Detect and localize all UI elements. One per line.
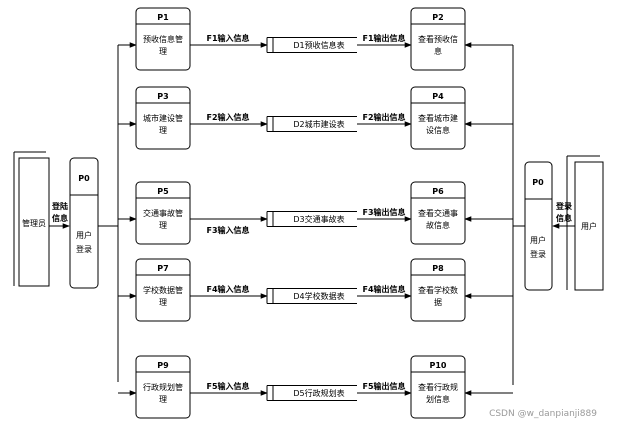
watermark: CSDN @w_danpianji889 xyxy=(489,409,597,419)
process-p4-line1: 查看城市建 xyxy=(418,113,458,123)
process-p0-right-line2: 登录 xyxy=(530,249,546,259)
process-p1-line1: 预收信息管 xyxy=(143,34,183,44)
process-p2-id: P2 xyxy=(432,13,443,22)
process-p6-line2: 故信息 xyxy=(426,220,450,230)
process-p1-line2: 理 xyxy=(159,47,167,56)
flow-out-4-label: F4输出信息 xyxy=(362,284,405,294)
login-flow-right-label-2: 信息 xyxy=(556,213,572,223)
process-p0-right-id: P0 xyxy=(532,178,544,187)
process-p8-line1: 查看学校数 xyxy=(418,285,458,295)
process-p5-id: P5 xyxy=(157,187,169,196)
process-p0-right-line1: 用户 xyxy=(530,235,546,245)
process-p4-id: P4 xyxy=(432,92,444,101)
process-p7-line1: 学校数据管 xyxy=(143,285,183,295)
store-d2-label: D2城市建设表 xyxy=(293,119,344,129)
process-p7-line2: 理 xyxy=(159,298,167,307)
process-p7-id: P7 xyxy=(157,264,168,273)
process-p5-line1: 交通事故管 xyxy=(143,208,183,218)
process-p10-line2: 划信息 xyxy=(426,394,450,404)
store-d4-label: D4学校数据表 xyxy=(293,291,344,301)
store-d3-label: D3交通事故表 xyxy=(293,214,344,224)
process-p3-id: P3 xyxy=(157,92,168,101)
process-p0-left-line1: 用户 xyxy=(76,230,92,240)
login-flow-right-label-1: 登录 xyxy=(555,201,572,211)
process-p5-line2: 理 xyxy=(159,221,167,230)
process-p8-line2: 据 xyxy=(434,297,442,307)
process-p10-id: P10 xyxy=(430,361,447,370)
process-p3-line2: 理 xyxy=(159,126,167,135)
flow-out-1-label: F1输出信息 xyxy=(362,33,405,43)
process-p0-left-line2: 登录 xyxy=(76,244,92,254)
flow-out-5-label: F5输出信息 xyxy=(362,381,405,391)
process-p10-line1: 查看行政规 xyxy=(418,382,458,392)
flow-in-1-label: F1输入信息 xyxy=(206,33,249,43)
process-p4-line2: 设信息 xyxy=(426,125,450,135)
entity-user: 用户 xyxy=(566,155,604,291)
process-p9-id: P9 xyxy=(157,361,169,370)
process-p6-line1: 查看交通事 xyxy=(418,208,458,218)
login-flow-left-label-2: 信息 xyxy=(52,213,68,223)
store-d5-label: D5行政规划表 xyxy=(293,388,344,398)
flow-out-3-label: F3输出信息 xyxy=(362,207,405,217)
process-p6-id: P6 xyxy=(432,187,444,196)
flow-in-5-label: F5输入信息 xyxy=(206,381,249,391)
process-p9-line2: 理 xyxy=(159,395,167,404)
login-flow-left-label-1: 登陆 xyxy=(51,201,68,211)
process-p9-line1: 行政规划管 xyxy=(143,382,183,392)
process-p1-id: P1 xyxy=(157,13,169,22)
process-p2-line1: 查看预收信 xyxy=(418,34,458,44)
process-p8-id: P8 xyxy=(432,264,444,273)
flow-in-3-label: F3输入信息 xyxy=(206,225,249,235)
entity-admin-label: 管理员 xyxy=(22,218,46,228)
entity-admin: 管理员 xyxy=(13,151,50,287)
flow-in-4-label: F4输入信息 xyxy=(206,284,249,294)
process-p0-right: P0 用户 登录 xyxy=(524,161,553,291)
flow-in-2-label: F2输入信息 xyxy=(206,112,249,122)
process-p0-left: P0 用户 登录 xyxy=(69,157,99,289)
entity-user-label: 用户 xyxy=(581,221,597,231)
process-p0-left-id: P0 xyxy=(78,174,90,183)
flow-out-2-label: F2输出信息 xyxy=(362,112,405,122)
store-d1-label: D1预收信息表 xyxy=(293,40,344,50)
process-p2-line2: 息 xyxy=(434,46,442,56)
process-p3-line1: 城市建设管 xyxy=(143,113,183,123)
